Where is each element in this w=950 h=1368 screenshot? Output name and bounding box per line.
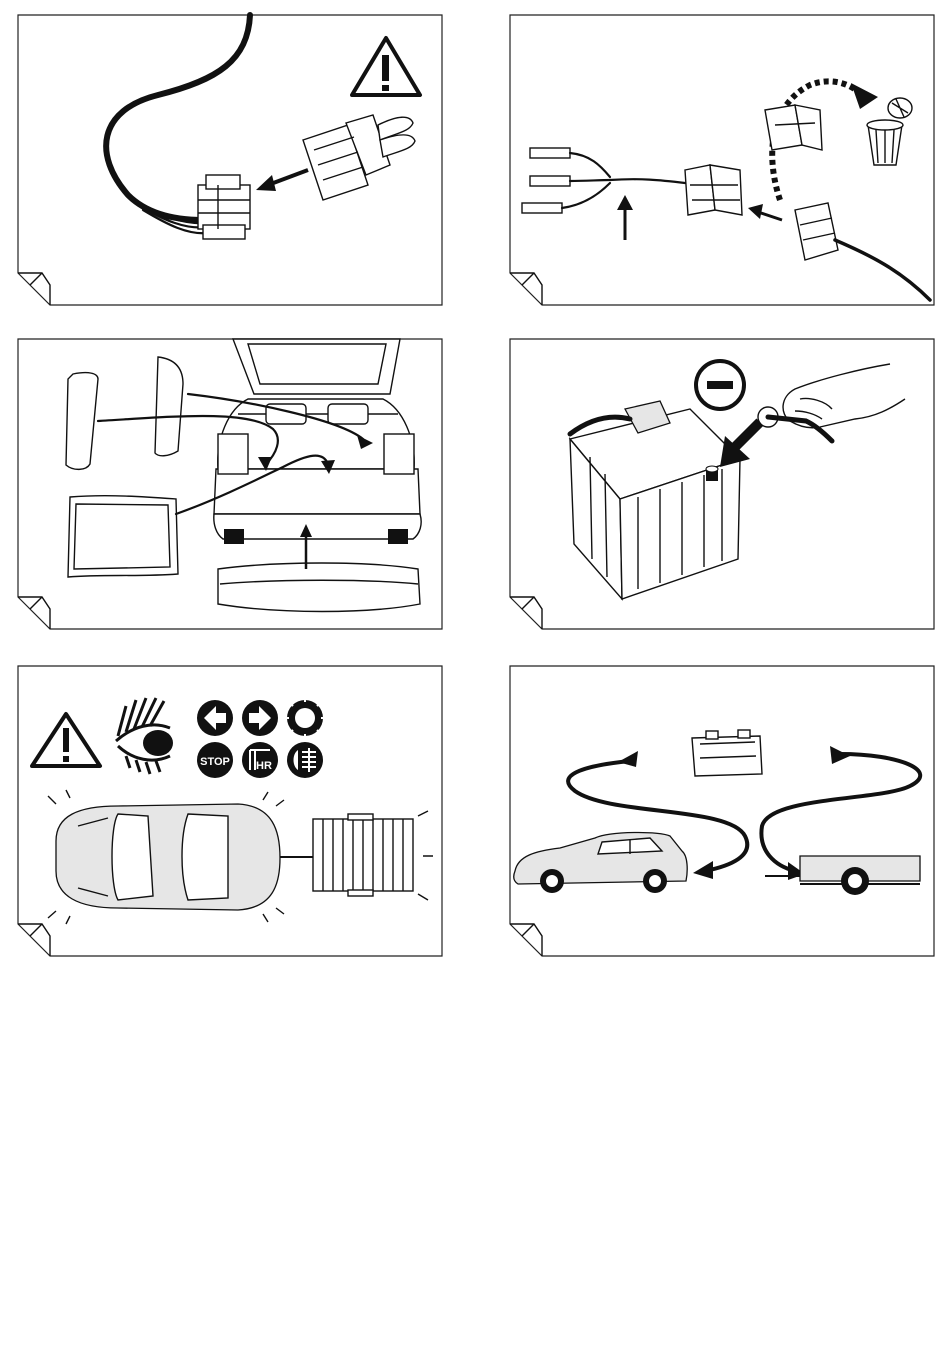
step-panel-6	[510, 666, 934, 956]
old-connector	[765, 105, 822, 150]
step-panel-4	[510, 339, 934, 629]
hr-label: HR	[256, 760, 272, 772]
step-6-illustration	[510, 666, 934, 956]
step-panel-5: STOP HR	[18, 666, 442, 956]
step-5-illustration: STOP HR	[18, 666, 442, 956]
brake-light-icon	[283, 696, 327, 740]
connector-plug	[685, 165, 742, 215]
step-1-illustration	[18, 15, 442, 305]
step-panel-3	[18, 339, 442, 629]
stop-label: STOP	[200, 756, 230, 768]
step-4-illustration	[510, 339, 934, 629]
step-2-illustration	[510, 15, 934, 305]
connector-socket	[198, 175, 250, 239]
rear-bumper	[218, 563, 420, 612]
minus-icon	[696, 361, 744, 409]
arrow-left-icon	[197, 700, 233, 736]
stop-icon: STOP	[197, 742, 233, 778]
arrow-right-icon	[242, 700, 278, 736]
trim-mat	[68, 496, 178, 577]
step-3-illustration	[18, 339, 442, 629]
trim-panel-right	[155, 357, 183, 456]
fog-light-icon	[287, 742, 323, 778]
car-rear-hatch-open	[214, 339, 421, 544]
step-panel-2	[510, 15, 934, 305]
hazard-hr-icon: HR	[242, 742, 278, 778]
step-panel-1	[18, 15, 442, 305]
